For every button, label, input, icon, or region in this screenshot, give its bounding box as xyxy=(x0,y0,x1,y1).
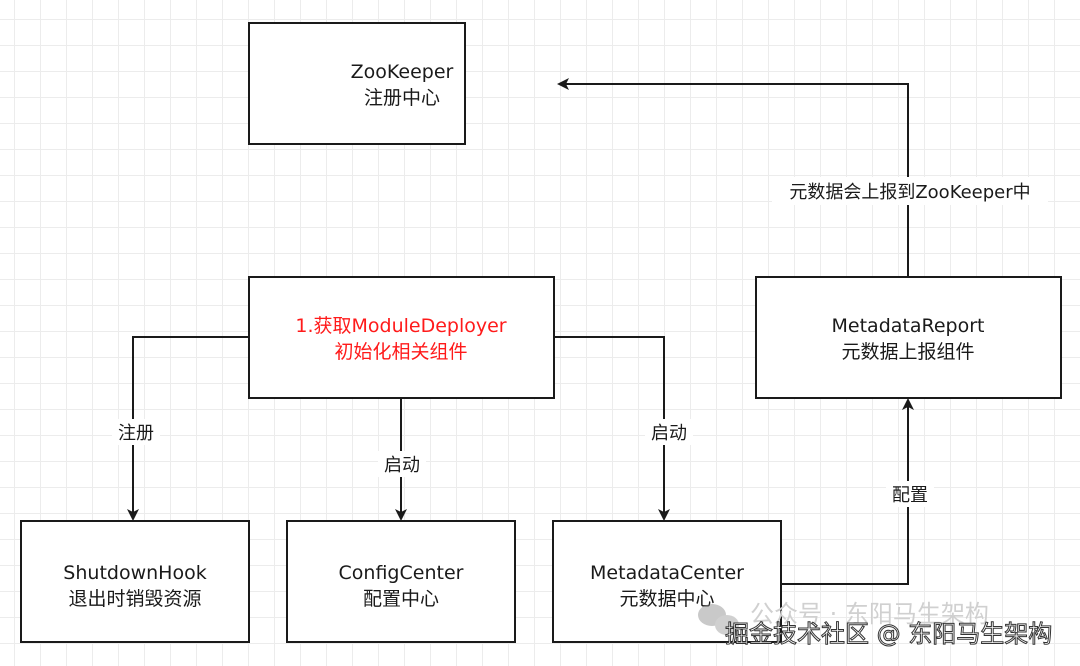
node-subtitle: 初始化相关组件 xyxy=(334,341,467,363)
node-title: ZooKeeper xyxy=(351,61,454,83)
edge-label-start-metadata: 启动 xyxy=(651,423,687,444)
node-metadata-report: MetadataReport 元数据上报组件 xyxy=(755,276,1062,399)
edge-label-report-to-zookeeper: 元数据会上报到ZooKeeper中 xyxy=(789,182,1030,203)
node-title: 1.获取ModuleDeployer xyxy=(295,315,506,337)
node-metadata-center: MetadataCenter 元数据中心 xyxy=(552,520,782,643)
node-shutdown-hook: ShutdownHook 退出时销毁资源 xyxy=(20,520,250,643)
edge-label-start-config: 启动 xyxy=(384,455,420,476)
edge-to-metadata-center xyxy=(554,336,670,521)
edge-to-metadata-report xyxy=(781,398,914,585)
node-subtitle: 元数据上报组件 xyxy=(841,341,974,363)
node-subtitle: 元数据中心 xyxy=(619,588,714,610)
node-subtitle: 配置中心 xyxy=(363,588,439,610)
node-subtitle: 注册中心 xyxy=(364,87,440,109)
edge-to-shutdown-hook xyxy=(127,336,249,521)
node-title: MetadataReport xyxy=(832,315,985,337)
node-title: ConfigCenter xyxy=(339,562,464,584)
node-module-deployer: 1.获取ModuleDeployer 初始化相关组件 xyxy=(248,276,555,399)
node-title: MetadataCenter xyxy=(590,562,744,584)
watermark-wechat: 公众号 · 东阳马生架构 xyxy=(750,600,989,628)
watermark-juejin: 掘金技术社区 @ 东阳马生架构 xyxy=(725,620,1052,648)
node-zookeeper: ZooKeeper 注册中心 xyxy=(248,22,466,145)
edge-label-config: 配置 xyxy=(892,485,928,506)
edge-to-zookeeper xyxy=(557,78,909,277)
node-config-center: ConfigCenter 配置中心 xyxy=(286,520,516,643)
edge-label-register: 注册 xyxy=(118,423,154,444)
node-subtitle: 退出时销毁资源 xyxy=(68,588,201,610)
wechat-icon xyxy=(698,604,739,635)
node-title: ShutdownHook xyxy=(63,562,206,584)
